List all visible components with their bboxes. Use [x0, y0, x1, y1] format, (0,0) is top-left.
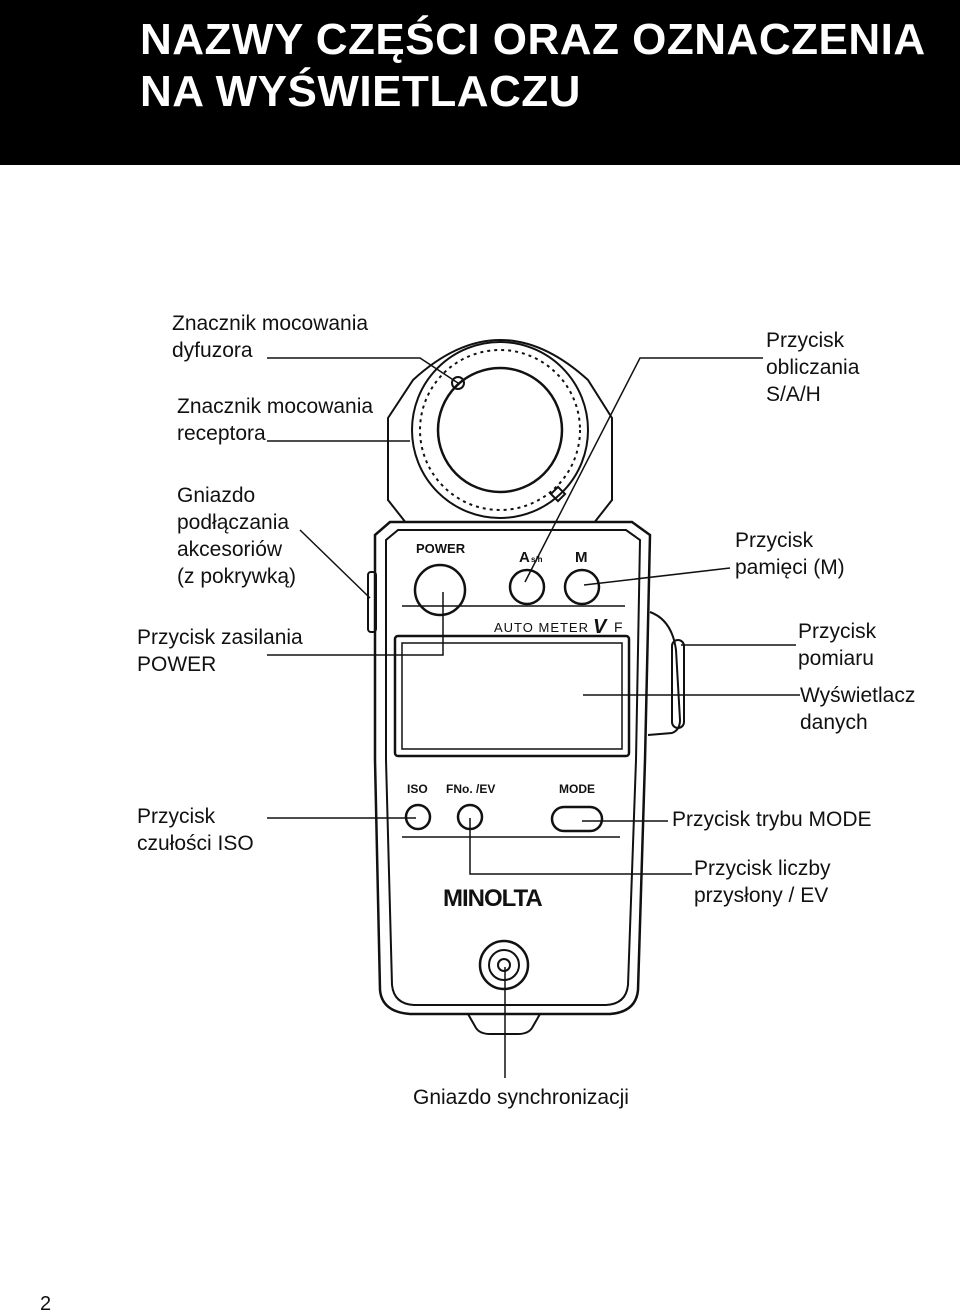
- label-line: Gniazdo synchronizacji: [413, 1086, 629, 1109]
- label-memory-button: Przycisk pamięci (M): [735, 527, 845, 581]
- device-logo: MINOLTA: [443, 885, 542, 912]
- label-receptor-mark: Znacznik mocowania receptora: [177, 393, 373, 447]
- label-accessory-socket: Gniazdo podłączania akcesoriów (z pokryw…: [177, 482, 296, 590]
- label-line: pamięci (M): [735, 556, 845, 579]
- label-mode-button: Przycisk trybu MODE: [672, 806, 872, 833]
- label-line: Przycisk zasilania: [137, 626, 303, 649]
- label-fno-button: Przycisk liczby przysłony / EV: [694, 855, 831, 909]
- lcd-display-screen: [401, 642, 623, 750]
- label-sah-button: Przycisk obliczania S/A/H: [766, 327, 859, 408]
- memory-button-circle: [563, 568, 601, 606]
- label-line: Znacznik mocowania: [177, 395, 374, 418]
- measure-button-side: [671, 639, 685, 729]
- label-measure-button: Przycisk pomiaru: [798, 618, 876, 672]
- label-line: pomiaru: [798, 647, 874, 670]
- label-line: Znacznik mocowania: [172, 312, 369, 335]
- device-mode-label: MODE: [559, 782, 595, 796]
- title-line-2: NA WYŚWIETLACZU: [140, 67, 581, 116]
- meter-body-inner: [385, 529, 642, 1006]
- sync-socket-outer: [478, 939, 530, 991]
- device-brand-line: AUTO METER: [494, 620, 589, 635]
- label-line: dyfuzora: [172, 339, 253, 362]
- page-title: NAZWY CZĘŚCI ORAZ OZNACZENIA NA WYŚWIETL…: [140, 14, 926, 118]
- device-m-label: M: [575, 549, 588, 566]
- label-line: danych: [800, 711, 868, 734]
- label-line: Przycisk: [137, 805, 216, 828]
- sah-button-circle: [508, 568, 546, 606]
- leader-memory: [583, 567, 731, 586]
- label-line: Przycisk: [735, 529, 814, 552]
- leader-sah: [524, 357, 763, 583]
- label-line: POWER: [137, 653, 217, 676]
- label-line: akcesoriów: [177, 538, 283, 561]
- diffuser-mark-dot: [451, 376, 465, 390]
- iso-button-circle: [404, 803, 432, 831]
- device-iso-label: ISO: [407, 782, 428, 796]
- leader-accessory: [299, 529, 371, 599]
- receptor-ring-teeth: [419, 349, 581, 511]
- label-line: Przycisk: [798, 620, 877, 643]
- sync-socket-mid: [488, 949, 520, 981]
- label-data-display: Wyświetlacz danych: [800, 682, 915, 736]
- side-grip: [647, 611, 682, 736]
- receptor-mark: [549, 485, 567, 503]
- label-line: Przycisk liczby: [694, 857, 831, 880]
- power-button-circle: [413, 563, 467, 617]
- label-line: (z pokrywką): [177, 565, 297, 588]
- accessory-socket-cover: [367, 571, 377, 633]
- label-line: obliczania: [766, 356, 860, 379]
- label-line: S/A/H: [766, 383, 821, 406]
- strap-hook: [467, 1013, 541, 1035]
- device-fno-label: FNo. /EV: [446, 782, 495, 796]
- leader-fno: [469, 818, 692, 875]
- label-line: czułości ISO: [137, 832, 254, 855]
- device-model-v: V: [593, 616, 608, 638]
- lcd-display-frame: [393, 634, 631, 758]
- label-line: przysłony / EV: [694, 884, 829, 907]
- label-line: Wyświetlacz: [800, 684, 916, 707]
- device-model-f: F: [614, 619, 623, 635]
- page-number: 2: [40, 1293, 52, 1315]
- device-a-sub: s/h: [531, 555, 543, 564]
- label-sync-socket: Gniazdo synchronizacji: [413, 1084, 629, 1111]
- sync-socket-inner: [497, 958, 511, 972]
- mode-button-rect: [550, 805, 604, 833]
- label-line: Przycisk: [766, 329, 845, 352]
- receptor-lens: [436, 366, 564, 494]
- label-line: Przycisk trybu MODE: [672, 808, 872, 831]
- label-line: Gniazdo: [177, 484, 256, 507]
- label-line: podłączania: [177, 511, 290, 534]
- leader-diffuser: [267, 357, 459, 384]
- label-diffuser-mark: Znacznik mocowania dyfuzora: [172, 310, 368, 364]
- title-line-1: NAZWY CZĘŚCI ORAZ OZNACZENIA: [140, 15, 926, 64]
- device-a-label: A: [519, 549, 530, 566]
- label-power-button: Przycisk zasilania POWER: [137, 624, 303, 678]
- label-line: receptora: [177, 422, 266, 445]
- device-power-label: POWER: [416, 541, 466, 556]
- label-iso-button: Przycisk czułości ISO: [137, 803, 254, 857]
- leader-lines: [267, 357, 800, 1078]
- page-header: NAZWY CZĘŚCI ORAZ OZNACZENIA NA WYŚWIETL…: [0, 0, 960, 165]
- leader-power: [267, 592, 444, 656]
